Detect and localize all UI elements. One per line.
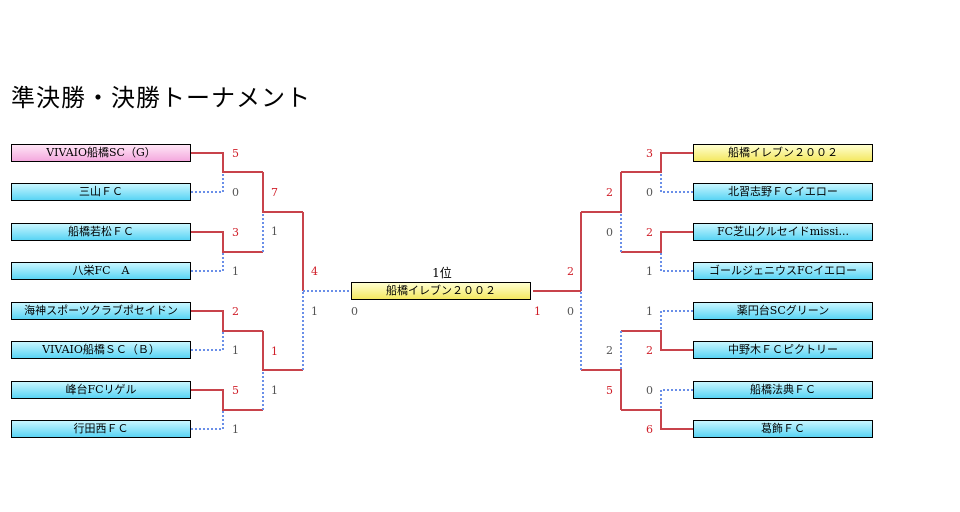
right-r2-win-line <box>581 172 622 213</box>
left-sf-score: 4 <box>311 265 318 278</box>
left-r1-win-line <box>191 152 263 173</box>
right-r2-score: 2 <box>606 344 613 357</box>
left-r1-score: 5 <box>232 384 239 397</box>
left-r1-lose-line <box>191 410 224 430</box>
left-r1-lose-line <box>191 172 224 193</box>
left-r2-win-line <box>262 172 303 213</box>
left-team[interactable]: 八栄FC A <box>11 262 191 280</box>
left-r1-lose-line <box>191 252 224 272</box>
left-team[interactable]: 行田西ＦＣ <box>11 420 191 438</box>
left-r2-score: 7 <box>271 186 278 199</box>
right-team[interactable]: 船橋法典ＦＣ <box>693 381 873 399</box>
final-winner[interactable]: 船橋イレブン２００２ <box>351 282 531 300</box>
left-team[interactable]: 船橋若松ＦＣ <box>11 223 191 241</box>
right-sf-score: 2 <box>567 265 574 278</box>
right-sf-score: 0 <box>567 305 574 318</box>
left-r1-score: 0 <box>232 186 239 199</box>
right-r1-score: 3 <box>646 147 653 160</box>
right-team[interactable]: 薬円台SCグリーン <box>693 302 873 320</box>
right-team[interactable]: 船橋イレブン２００２ <box>693 144 873 162</box>
right-team[interactable]: 北習志野ＦＣイエロー <box>693 183 873 201</box>
right-r2-score: 2 <box>606 186 613 199</box>
right-r1-score: 6 <box>646 423 653 436</box>
left-r2-score: 1 <box>271 384 278 397</box>
page-title: 準決勝・決勝トーナメント <box>11 84 311 112</box>
right-r1-score: 0 <box>646 186 653 199</box>
right-r2-score: 5 <box>606 384 613 397</box>
left-r2-win-line <box>262 331 303 371</box>
right-r1-score: 1 <box>646 305 653 318</box>
right-team[interactable]: 中野木ＦＣピクトリー <box>693 341 873 359</box>
left-r1-score: 2 <box>232 305 239 318</box>
left-r1-win-line <box>191 231 263 253</box>
right-r1-score: 0 <box>646 384 653 397</box>
right-r1-score: 2 <box>646 226 653 239</box>
left-r1-score: 5 <box>232 147 239 160</box>
right-r1-win-line <box>621 231 693 253</box>
left-r1-lose-line <box>191 331 224 351</box>
right-r1-lose-line <box>660 252 693 272</box>
left-team[interactable]: VIVAIO船橋SC（G） <box>11 144 191 162</box>
final-left-score: 0 <box>351 305 358 318</box>
right-r1-lose-line <box>660 172 693 193</box>
left-r1-win-line <box>191 310 263 332</box>
left-r1-score: 1 <box>232 423 239 436</box>
left-r2-score: 1 <box>271 345 278 358</box>
right-r1-score: 1 <box>646 265 653 278</box>
left-r1-score: 3 <box>232 226 239 239</box>
right-r1-win-line <box>621 330 693 351</box>
left-team[interactable]: 三山ＦＣ <box>11 183 191 201</box>
right-team[interactable]: 葛飾ＦＣ <box>693 420 873 438</box>
right-r1-win-line <box>621 152 693 173</box>
left-team[interactable]: 峰台FCリゲル <box>11 381 191 399</box>
right-team[interactable]: FC芝山クルセイドmissi... <box>693 223 873 241</box>
right-r1-score: 2 <box>646 344 653 357</box>
right-r1-lose-line <box>660 310 693 331</box>
right-r2-win-line <box>581 369 622 410</box>
left-r1-score: 1 <box>232 265 239 278</box>
right-r1-win-line <box>621 409 693 430</box>
final-right-score: 1 <box>534 305 541 318</box>
left-r1-score: 1 <box>232 344 239 357</box>
right-team[interactable]: ゴールジェニウスFCイエロー <box>693 262 873 280</box>
left-team[interactable]: VIVAIO船橋ＳＣ（Ｂ） <box>11 341 191 359</box>
final-rank-label: 1位 <box>432 266 452 280</box>
right-r1-lose-line <box>660 389 693 410</box>
left-sf-score: 1 <box>311 305 318 318</box>
right-r2-score: 0 <box>606 226 613 239</box>
left-r1-win-line <box>191 389 263 411</box>
left-r2-score: 1 <box>271 225 278 238</box>
left-team[interactable]: 海神スポーツクラブポセイドン <box>11 302 191 320</box>
